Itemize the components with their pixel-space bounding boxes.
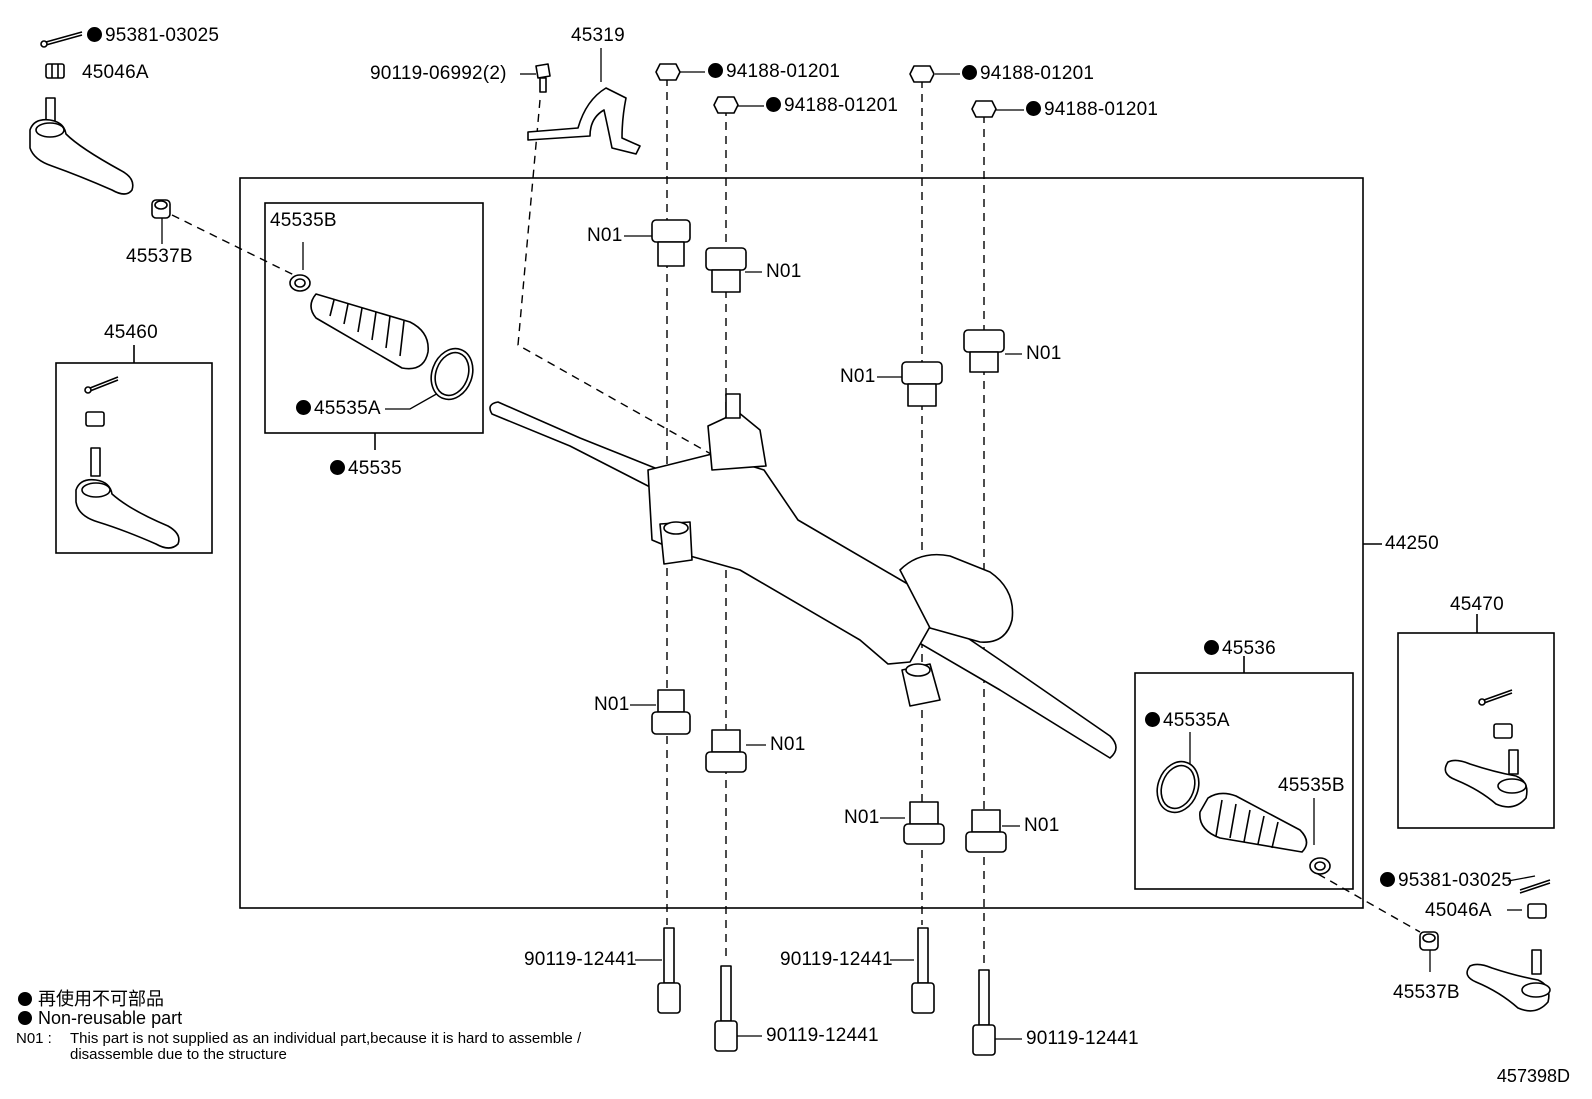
assembly-frame-44250 [239,177,1364,909]
tie-rod-end-kit-box-right [1397,632,1555,829]
label-n01-lower-4: N01 [1024,815,1060,836]
bracket-45319 [527,87,641,155]
bushing-bottom-right [1419,931,1439,951]
bushing-n01-upper-4 [963,329,1005,373]
bushing-n01-lower-3 [903,801,945,845]
label-45535a-right: 45535A [1145,710,1230,732]
steering-gear-rack [489,393,1117,759]
legend-japanese: 再使用不可部品 [18,985,164,1011]
label-45535a-left: 45535A [296,398,381,420]
castle-nut-kit-right [1493,723,1513,739]
footnote-line-2: disassemble due to the structure [70,1046,287,1063]
label-n01-upper-3: N01 [840,366,876,387]
bushing-top-left [151,199,171,219]
label-45537b-bottom-right: 45537B [1393,982,1460,1003]
label-45535b-left: 45535B [270,210,337,231]
bushing-n01-lower-4 [965,809,1007,853]
bellows-boot-left [310,293,429,370]
bushing-n01-lower-1 [651,689,691,735]
label-90119-12441-a: 90119-12441 [524,949,637,970]
label-44250: 44250 [1385,533,1439,554]
legend-english: Non-reusable part [18,1008,182,1029]
label-45536: 45536 [1204,638,1276,660]
n01-footnote: N01 : This part is not supplied as an ind… [16,1031,581,1063]
label-n01-upper-4: N01 [1026,343,1062,364]
bolt-90119-06992 [535,63,551,93]
label-90119-12441-c: 90119-12441 [780,949,893,970]
castle-nut-bottom-right [1527,903,1547,919]
label-45535b-right: 45535B [1278,775,1345,796]
label-94188-a: 94188-01201 [708,61,840,83]
label-n01-lower-3: N01 [844,807,880,828]
non-reusable-dot-icon [18,992,32,1006]
bushing-n01-lower-2 [705,729,747,773]
footnote-code: N01 : [16,1030,52,1047]
clamp-large-right [1156,760,1200,814]
label-94188-c: 94188-01201 [962,63,1094,85]
tie-rod-end-top-left [29,97,134,195]
tie-rod-end-kit-left [75,447,180,549]
label-45470: 45470 [1450,594,1504,615]
cotter-pin-bottom-right [1519,879,1551,894]
flange-nut-2 [713,96,739,114]
label-45319: 45319 [571,25,625,46]
cotter-pin-top-left [40,31,83,48]
clamp-large-left [430,347,474,401]
label-45046a-top-left: 45046A [82,62,149,83]
label-n01-upper-1: N01 [587,225,623,246]
bellows-boot-right [1199,792,1308,853]
tie-rod-end-kit-right [1444,749,1528,808]
mount-bolt-4 [972,969,996,1056]
flange-nut-1 [655,63,681,81]
boot-kit-box-left [264,202,484,434]
bushing-n01-upper-1 [651,219,691,267]
label-n01-upper-2: N01 [766,261,802,282]
label-45046a-bottom-right: 45046A [1425,900,1492,921]
non-reusable-dot-icon [18,1011,32,1025]
legend-jp-text: 再使用不可部品 [38,989,164,1009]
footnote-line-1: This part is not supplied as an individu… [70,1030,582,1047]
label-45460: 45460 [104,322,158,343]
cotter-pin-kit-right [1478,689,1513,706]
label-n01-lower-2: N01 [770,734,806,755]
legend-en-text: Non-reusable part [38,1008,183,1028]
label-90119-12441-b: 90119-12441 [766,1025,879,1046]
label-90119-06992: 90119-06992(2) [370,63,507,84]
clamp-small-left [289,274,311,292]
flange-nut-4 [971,100,997,118]
castle-nut-kit-left [85,411,105,427]
clamp-small-right [1309,857,1331,875]
label-45535: 45535 [330,458,402,480]
mount-bolt-2 [714,965,738,1052]
flange-nut-3 [909,65,935,83]
mount-bolt-3 [911,927,935,1014]
label-n01-lower-1: N01 [594,694,630,715]
cotter-pin-kit-left [84,376,119,394]
label-95381-top-left: 95381-03025 [87,25,219,47]
bushing-n01-upper-3 [901,361,943,407]
label-95381-bottom-right: 95381-03025 [1380,870,1512,892]
bushing-n01-upper-2 [705,247,747,293]
castle-nut-top-left [45,63,65,79]
diagram-id: 457398D [1496,1066,1570,1086]
label-94188-d: 94188-01201 [1026,99,1158,121]
label-45537b-top-left: 45537B [126,246,193,267]
label-90119-12441-d: 90119-12441 [1026,1028,1139,1049]
label-94188-b: 94188-01201 [766,95,898,117]
mount-bolt-1 [657,927,681,1014]
tie-rod-end-bottom-right [1466,949,1551,1012]
